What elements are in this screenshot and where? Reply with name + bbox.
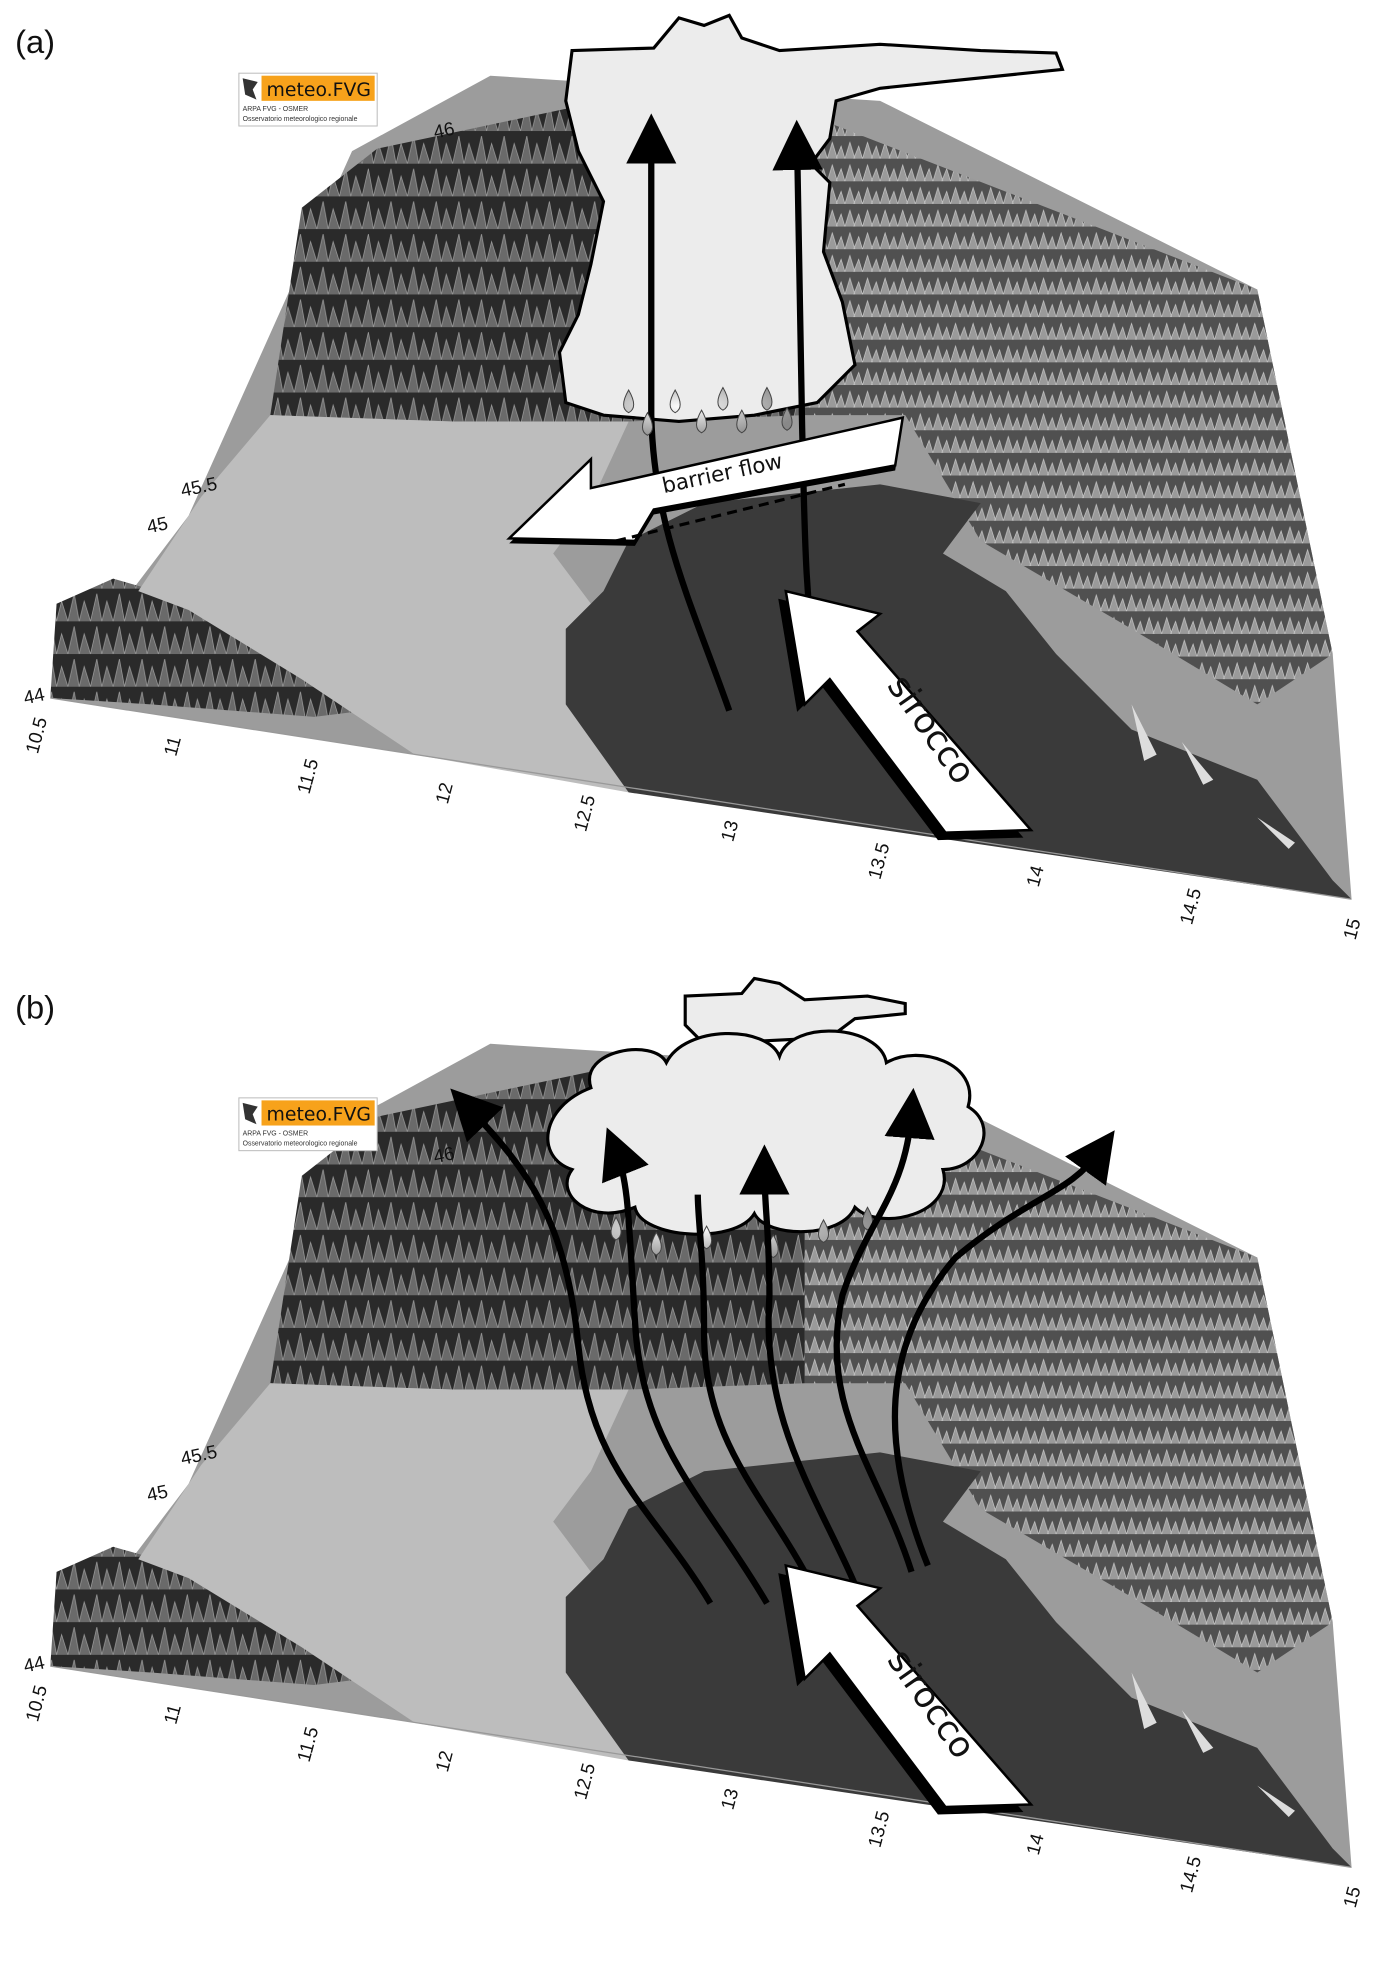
meteo-fvg-logo: meteo.FVG ARPA FVG - OSMER Osservatorio … (238, 1097, 378, 1152)
svg-text:ARPA FVG - OSMER: ARPA FVG - OSMER (243, 106, 309, 113)
svg-text:13: 13 (717, 818, 743, 844)
meteo-fvg-logo: meteo.FVG ARPA FVG - OSMER Osservatorio … (238, 72, 378, 127)
svg-text:11.5: 11.5 (293, 1724, 322, 1764)
svg-text:46: 46 (431, 1142, 456, 1167)
panel-b: (b) meteo.FVG ARPA FVG - OSMER Osservato… (15, 976, 1365, 1910)
svg-text:12: 12 (431, 1748, 457, 1774)
svg-text:46: 46 (431, 118, 456, 143)
svg-text:13.5: 13.5 (864, 841, 894, 882)
svg-text:14: 14 (1022, 863, 1048, 889)
svg-text:44: 44 (22, 1651, 47, 1676)
svg-text:14.5: 14.5 (1175, 886, 1205, 927)
panel-label: (a) (15, 23, 55, 60)
svg-text:12: 12 (431, 780, 457, 806)
svg-text:10.5: 10.5 (21, 715, 51, 756)
svg-text:Osservatorio meteorologico reg: Osservatorio meteorologico regionale (243, 116, 358, 123)
svg-text:12.5: 12.5 (569, 1761, 599, 1802)
panel-a: (a) meteo.FVG ARPA FVG - OSMER Osservato… (15, 13, 1365, 942)
flow-arrow (626, 113, 733, 712)
svg-text:15: 15 (1339, 1884, 1365, 1910)
svg-text:44: 44 (22, 683, 47, 708)
svg-text:10.5: 10.5 (21, 1683, 51, 1724)
svg-text:ARPA FVG - OSMER: ARPA FVG - OSMER (243, 1131, 309, 1138)
flow-arrows (450, 1087, 1115, 1605)
svg-text:15: 15 (1339, 916, 1365, 942)
svg-text:13.5: 13.5 (864, 1809, 894, 1850)
panel-label: (b) (15, 989, 55, 1026)
cloud-outline (557, 13, 1065, 424)
svg-text:meteo.FVG: meteo.FVG (267, 80, 371, 101)
svg-text:45: 45 (145, 512, 170, 537)
svg-text:45: 45 (145, 1480, 170, 1505)
svg-text:Osservatorio meteorologico reg: Osservatorio meteorologico regionale (243, 1141, 358, 1148)
rain-drops (623, 386, 793, 436)
svg-text:11.5: 11.5 (293, 756, 322, 796)
svg-text:14: 14 (1022, 1831, 1048, 1857)
svg-text:meteo.FVG: meteo.FVG (267, 1104, 371, 1125)
rain-drops (610, 1206, 874, 1259)
barrier-flow-arrow: barrier flow (506, 416, 905, 546)
cumulus-cloud (546, 1029, 986, 1236)
svg-text:11: 11 (160, 1702, 185, 1726)
svg-text:12.5: 12.5 (569, 793, 599, 834)
svg-text:11: 11 (160, 734, 185, 758)
svg-text:13: 13 (717, 1786, 743, 1812)
svg-text:14.5: 14.5 (1175, 1854, 1205, 1895)
